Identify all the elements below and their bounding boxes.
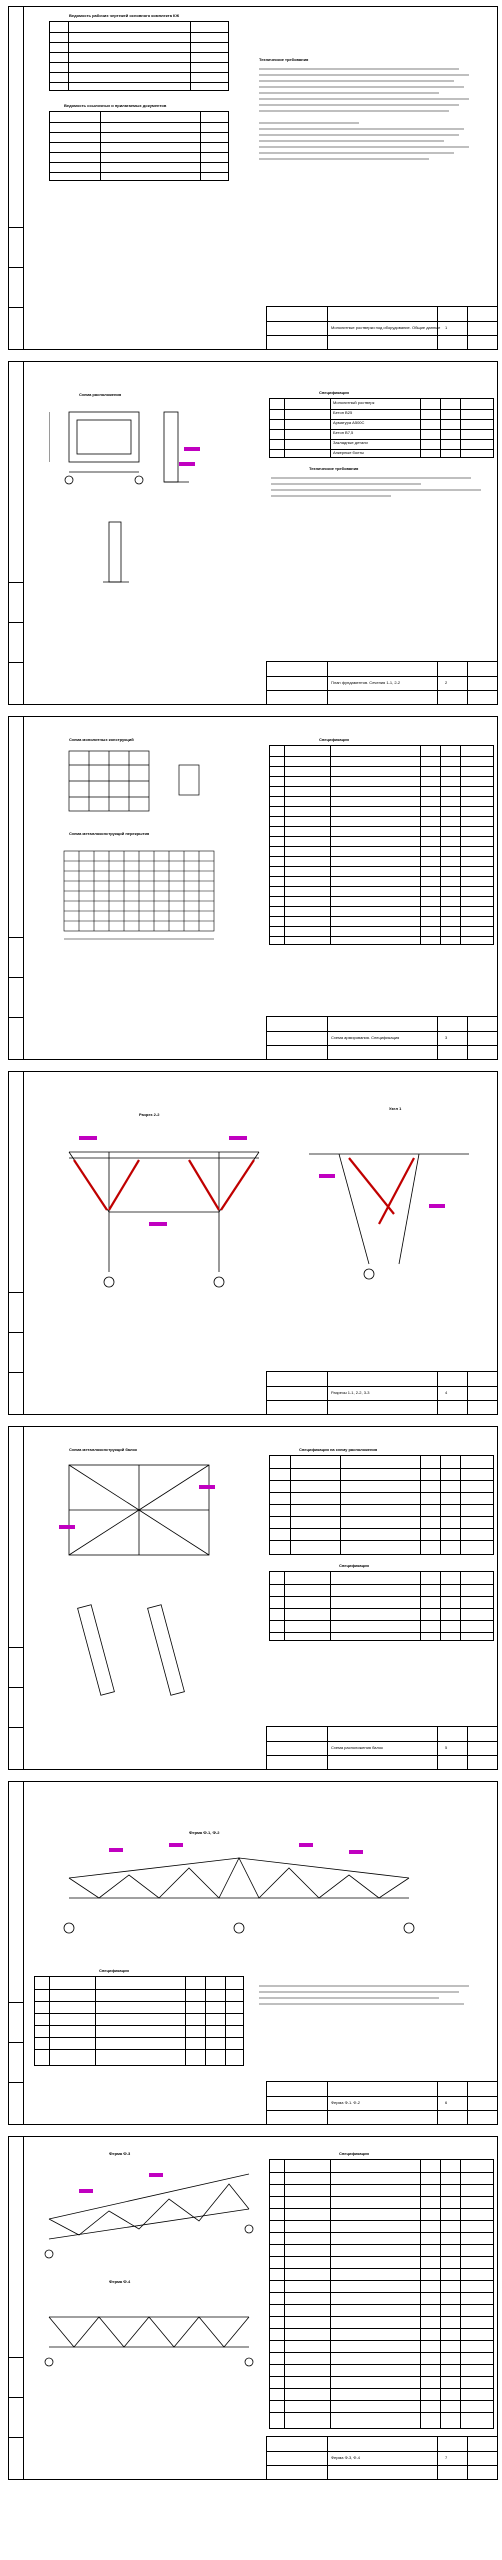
title-block-text: Схема армирования. Спецификация [331,1035,400,1040]
sheet-number: 1 [445,325,448,330]
sheet-number: 2 [445,680,448,685]
steel-scheme-title: Схема металлоконструкций перекрытия [69,831,150,836]
truss-drawing-2 [39,2287,269,2387]
binder-strip [9,2137,24,2479]
spec-title-2: Спецификация [339,1563,369,1568]
title-block-text: План фундаментов. Сечения 1-1, 2-2 [331,680,401,685]
spec-title: Спецификация [339,2151,369,2156]
spec-title: Спецификация на схему расположения [299,1447,378,1452]
title-block-text: Разрезы 1-1, 2-2, 3-3 [331,1390,370,1395]
title-block: План фундаментов. Сечения 1-1, 2-2 2 [266,661,497,704]
truss-title: Ферма Ф-1, Ф-2 [189,1830,220,1835]
notes-text-block [259,65,479,175]
drawing-sheet-2: Схема расположения Спецификация Монолитн… [8,361,498,705]
reinforcement-scheme-drawing [59,745,259,825]
spec-title: Спецификация [319,737,349,742]
node-drawing [299,1114,489,1294]
sheet-subtitle: Ведомость ссылочных и прилагаемых докуме… [64,103,167,108]
title-block: Разрезы 1-1, 2-2, 3-3 4 [266,1371,497,1414]
beam-scheme-drawing [49,1455,259,1715]
drawing-sheet-1: Ведомость рабочих чертежей основного ком… [8,6,498,350]
truss-title-2: Ферма Ф-4 [109,2279,131,2284]
notes-text-block [271,474,491,514]
drawings-list-table [49,21,229,91]
specification-table [269,1571,494,1641]
binder-strip [9,1072,24,1414]
scheme-title: Схема металлоконструкций балок [69,1447,137,1452]
drawing-sheet-4: Разрез 2-2 Узел 1 Разрезы 1-1, 2-2, 3-3 … [8,1071,498,1415]
notes-text-block [259,1982,489,2022]
title-block-text: Схема расположения балок [331,1745,383,1750]
binder-strip [9,7,24,349]
spec-title: Спецификация [319,390,349,395]
title-block-text: Монолитные ростверки под оборудование. О… [331,325,441,330]
specification-table [269,2159,494,2429]
notes-title: Технические требования [259,57,309,62]
binder-strip [9,1782,24,2124]
spec-row-label: Закладные детали [333,440,368,445]
truss-drawing [49,1838,429,1948]
placement-spec-table [269,1455,494,1555]
title-block: Схема расположения балок 5 [266,1726,497,1769]
foundation-plan-drawing [49,402,249,602]
drawing-sheet-5: Схема металлоконструкций балок Специфика… [8,1426,498,1770]
truss-title: Ферма Ф-3 [109,2151,131,2156]
spec-row-label: Монолитный ростверк [333,400,375,405]
title-block: Монолитные ростверки под оборудование. О… [266,306,497,349]
steel-grid-drawing [54,841,254,951]
title-block-text: Ферма Ф-3, Ф-4 [331,2455,360,2460]
sheet-number: 7 [445,2455,448,2460]
binder-strip [9,362,24,704]
title-block: Ферма Ф-3, Ф-4 7 [266,2436,497,2479]
binder-strip [9,1427,24,1769]
title-block: Схема армирования. Спецификация 3 [266,1016,497,1059]
drawing-sheet-3: Схема монолитных конструкций Схема метал… [8,716,498,1060]
spec-row-label: Анкерные болты [333,450,365,455]
specification-table [269,745,494,945]
truss-drawing-1 [39,2159,269,2269]
section-title: Разрез 2-2 [139,1112,160,1117]
sheet-title: Ведомость рабочих чертежей основного ком… [69,13,180,18]
references-table [49,111,229,181]
drawing-sheet-6: Ферма Ф-1, Ф-2 Спецификация Ферма Ф-1. Ф… [8,1781,498,2125]
drawing-sheet-7: Ферма Ф-3 Ферма Ф-4 Спецификация Ферма Ф… [8,2136,498,2480]
spec-title: Спецификация [99,1968,129,1973]
spec-row-label: Бетон В25 [333,410,353,415]
node-title: Узел 1 [389,1106,402,1111]
section-drawing [49,1122,279,1302]
spec-row-label: Арматура А500С [333,420,365,425]
spec-row-label: Бетон В7,5 [333,430,354,435]
title-block: Ферма Ф-1. Ф-2 6 [266,2081,497,2124]
scheme-title: Схема монолитных конструкций [69,737,134,742]
sheet-number: 6 [445,2100,448,2105]
sheet-number: 5 [445,1745,448,1750]
binder-strip [9,717,24,1059]
sheet-number: 3 [445,1035,448,1040]
specification-table [34,1976,244,2066]
title-block-text: Ферма Ф-1. Ф-2 [331,2100,360,2105]
notes-title: Технические требования [309,466,359,471]
sheet-number: 4 [445,1390,448,1395]
plan-title: Схема расположения [79,392,122,397]
